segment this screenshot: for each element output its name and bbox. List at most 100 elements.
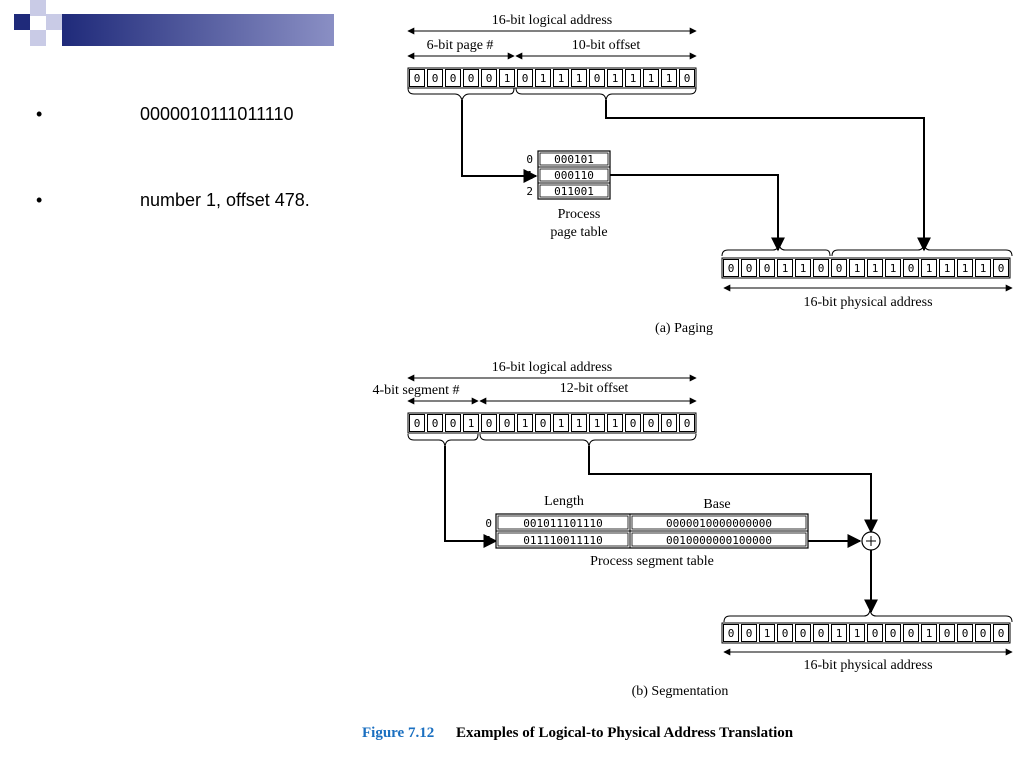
logical-bit-cell: 0 bbox=[679, 69, 695, 87]
physical-bit-digit: 0 bbox=[818, 262, 825, 275]
seg-physical-bit-digit: 0 bbox=[782, 627, 789, 640]
logical-bit-digit: 0 bbox=[594, 72, 601, 85]
logical-bit-cell: 0 bbox=[589, 69, 605, 87]
logical-bit-cell: 1 bbox=[661, 69, 677, 87]
seg-offset-arrow bbox=[588, 446, 878, 534]
seg-logical-bit-digit: 0 bbox=[486, 417, 493, 430]
seg-physical-bit-cell: 0 bbox=[795, 624, 811, 642]
physical-bit-cell: 0 bbox=[903, 259, 919, 277]
physical-offset-brace bbox=[831, 243, 1013, 257]
physical-bit-digit: 0 bbox=[746, 262, 753, 275]
seg-physical-bit-digit: 0 bbox=[890, 627, 897, 640]
seg-physical-bit-cell: 0 bbox=[885, 624, 901, 642]
deco-square-light bbox=[46, 14, 62, 30]
seg-physical-bit-digit: 0 bbox=[998, 627, 1005, 640]
logical-bit-digit: 0 bbox=[684, 72, 691, 85]
seg-physical-bit-digit: 1 bbox=[836, 627, 843, 640]
seg-physical-bit-cell: 1 bbox=[849, 624, 865, 642]
seg-logical-bit-digit: 0 bbox=[504, 417, 511, 430]
logical-bit-cell: 0 bbox=[517, 69, 533, 87]
seg-logical-bit-cell: 0 bbox=[499, 414, 515, 432]
physical-bit-cell: 1 bbox=[939, 259, 955, 277]
physical-bit-digit: 1 bbox=[854, 262, 861, 275]
deco-square-light bbox=[30, 30, 46, 46]
physical-bit-digit: 1 bbox=[782, 262, 789, 275]
paging-page-label: 6-bit page # bbox=[427, 38, 494, 53]
offset-brace bbox=[515, 87, 697, 101]
physical-bit-cell: 1 bbox=[777, 259, 793, 277]
logical-bit-cell: 1 bbox=[553, 69, 569, 87]
page-table-index: 0 bbox=[526, 153, 533, 166]
paging-offset-label: 10-bit offset bbox=[572, 38, 641, 53]
seg-logical-bit-digit: 1 bbox=[558, 417, 565, 430]
seg-physical-bit-cell: 1 bbox=[921, 624, 937, 642]
logical-bit-cell: 0 bbox=[445, 69, 461, 87]
segment-brace bbox=[407, 433, 479, 447]
segment-base: 0000010000000000 bbox=[666, 517, 772, 530]
seg-physical-bit-cell: 0 bbox=[741, 624, 757, 642]
seg-physical-bit-digit: 0 bbox=[980, 627, 987, 640]
physical-bit-digit: 0 bbox=[728, 262, 735, 275]
logical-bit-digit: 1 bbox=[558, 72, 565, 85]
frame-arrow bbox=[610, 174, 785, 252]
seg-physical-bit-digit: 1 bbox=[926, 627, 933, 640]
seg-physical-bit-digit: 0 bbox=[800, 627, 807, 640]
segment-length: 011110011110 bbox=[523, 534, 602, 547]
seg-logical-bit-cell: 1 bbox=[571, 414, 587, 432]
bullet-text: 0000010111011110 bbox=[140, 104, 294, 124]
physical-bit-digit: 0 bbox=[764, 262, 771, 275]
seg-logical-bit-digit: 0 bbox=[414, 417, 421, 430]
page-brace bbox=[407, 87, 515, 102]
page-table-index: 2 bbox=[526, 185, 533, 198]
seg-physical-bit-digit: 1 bbox=[854, 627, 861, 640]
segment-base: 0010000000100000 bbox=[666, 534, 772, 547]
seg-physical-bit-digit: 0 bbox=[728, 627, 735, 640]
seg-logical-bit-cell: 0 bbox=[661, 414, 677, 432]
figure-title: Examples of Logical-to Physical Address … bbox=[455, 725, 794, 741]
logical-bit-cell: 1 bbox=[499, 69, 515, 87]
seg-segment-label: 4-bit segment # bbox=[372, 383, 459, 398]
seg-logical-bit-digit: 0 bbox=[540, 417, 547, 430]
seg-physical-bit-digit: 1 bbox=[764, 627, 771, 640]
page-table-row: 2 011001 bbox=[526, 182, 610, 198]
physical-bit-digit: 1 bbox=[980, 262, 987, 275]
logical-bit-cell: 1 bbox=[535, 69, 551, 87]
seg-physical-bit-cell: 1 bbox=[831, 624, 847, 642]
segment-length: 001011101110 bbox=[523, 517, 602, 530]
page-table-caption: Process bbox=[558, 207, 601, 222]
seg-physical-bit-cell: 0 bbox=[957, 624, 973, 642]
physical-bit-cell: 1 bbox=[975, 259, 991, 277]
seg-physical-bit-digit: 0 bbox=[908, 627, 915, 640]
seg-logical-bit-cell: 1 bbox=[517, 414, 533, 432]
logical-bit-digit: 1 bbox=[576, 72, 583, 85]
length-header: Length bbox=[544, 494, 584, 509]
physical-bit-cell: 0 bbox=[831, 259, 847, 277]
figure-number: Figure 7.12 bbox=[362, 725, 435, 741]
physical-bit-digit: 0 bbox=[998, 262, 1005, 275]
page-table-index: 1 bbox=[526, 169, 533, 182]
seg-logical-bit-digit: 1 bbox=[594, 417, 601, 430]
bullet-dot: • bbox=[36, 104, 43, 124]
logical-bit-digit: 1 bbox=[648, 72, 655, 85]
seg-physical-bit-digit: 0 bbox=[818, 627, 825, 640]
paging-caption: (a) Paging bbox=[655, 321, 713, 336]
seg-caption: (b) Segmentation bbox=[632, 684, 729, 699]
logical-bit-digit: 0 bbox=[414, 72, 421, 85]
page-table-frame: 011001 bbox=[554, 185, 594, 198]
seg-physical-bit-cell: 0 bbox=[903, 624, 919, 642]
seg-logical-bit-digit: 0 bbox=[432, 417, 439, 430]
paging-logical-label: 16-bit logical address bbox=[492, 13, 613, 28]
logical-bit-digit: 0 bbox=[522, 72, 529, 85]
corner-decoration bbox=[0, 0, 340, 50]
segment-table-index: 0 bbox=[485, 517, 492, 530]
logical-bit-digit: 1 bbox=[504, 72, 511, 85]
seg-logical-bit-digit: 0 bbox=[630, 417, 637, 430]
deco-gradient-bar bbox=[62, 14, 334, 46]
physical-bit-digit: 0 bbox=[908, 262, 915, 275]
page-table-frame: 000110 bbox=[554, 169, 594, 182]
page-lookup-arrow bbox=[461, 100, 538, 183]
